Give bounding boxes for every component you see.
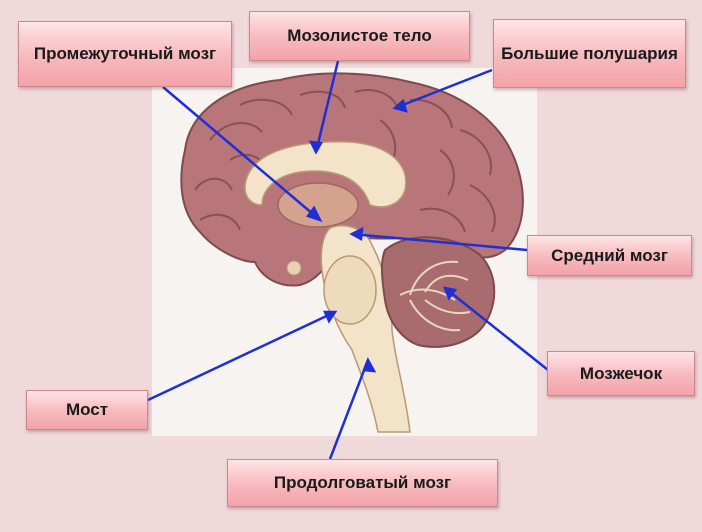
label-diencephalon: Промежуточный мозг (18, 21, 232, 87)
arrowhead-diencephalon (305, 205, 323, 223)
arrowhead-cerebellum (442, 286, 458, 301)
label-midbrain: Средний мозг (527, 235, 692, 276)
pointer-medulla (328, 359, 370, 460)
pons (323, 255, 377, 325)
pointer-lines (147, 60, 549, 460)
pointer-cerebellum (444, 287, 549, 371)
pointer-midbrain (351, 232, 528, 252)
arrowhead-pons (323, 310, 338, 324)
pointer-hemispheres (394, 68, 493, 110)
arrowhead-corpus-callosum (308, 140, 324, 155)
label-corpus-callosum: Мозолистое тело (249, 11, 470, 61)
pituitary (286, 260, 302, 276)
label-pons: Мост (26, 390, 148, 430)
label-hemispheres: Большие полушария (493, 19, 686, 88)
pointer-pons (147, 310, 336, 402)
label-cerebellum: Мозжечок (547, 351, 695, 396)
arrowhead-hemispheres (392, 98, 408, 113)
arrowhead-midbrain (349, 226, 364, 242)
arrowhead-medulla (362, 357, 377, 373)
diencephalon (277, 182, 359, 228)
pointer-diencephalon (162, 86, 321, 221)
arbor-vitae (399, 260, 471, 332)
corpus-callosum (244, 141, 407, 208)
pointer-corpus-callosum (314, 60, 340, 153)
label-medulla: Продолговатый мозг (227, 459, 498, 507)
